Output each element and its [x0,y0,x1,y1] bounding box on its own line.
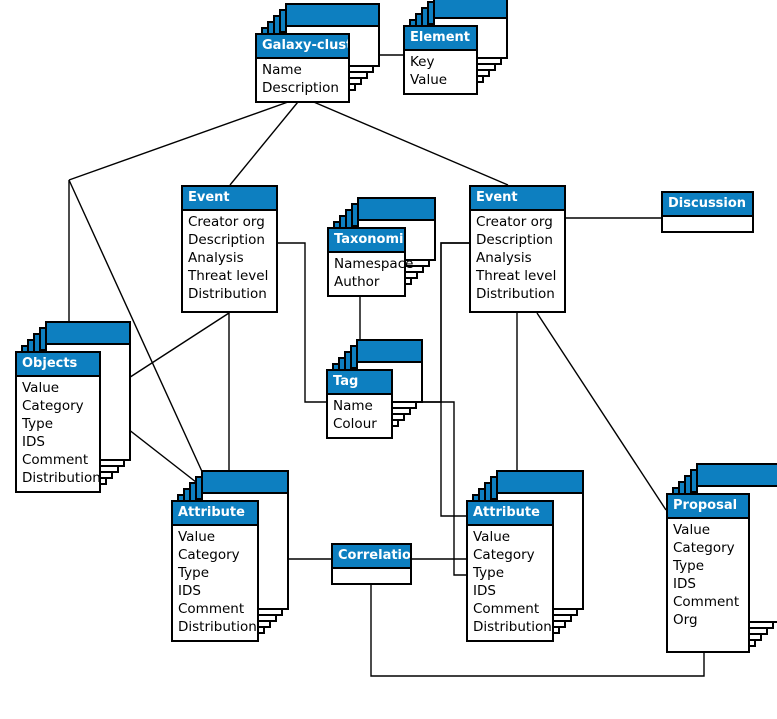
entity-attribute: Value [673,522,711,538]
entity-card-correlation[interactable]: Correlation [331,543,412,585]
entity-attribute: IDS [22,434,45,450]
entity-attribute: Colour [333,416,377,432]
stack-sheet-header [498,472,582,494]
entity-attribute: Description [476,232,553,248]
entity-attribute: Key [410,54,435,70]
stack-sheet-header [203,472,287,494]
entity-title-correlation: Correlation [333,545,410,569]
entity-title-element: Element [405,27,476,51]
edge-event-right-to-proposal [536,312,667,511]
entity-attribute: Comment [22,452,89,468]
edge-junction-to-attribute-left [68,179,216,501]
entity-title-tag: Tag [328,371,391,395]
entity-attribute: Comment [473,601,540,617]
entity-attribute: Creator org [188,214,265,230]
entity-title-galaxy-cluster: Galaxy-cluster [257,35,348,59]
stack-sheet-header [435,0,506,19]
edge-tag-to-attribute-right [393,401,466,576]
entity-attribute: Threat level [476,268,557,284]
entity-attribute: Value [178,529,216,545]
entity-attribute: Type [22,416,54,432]
entity-title-attribute-left: Attribute [173,502,257,526]
entity-title-discussion: Discussion [663,193,752,217]
entity-attribute: Name [333,398,373,414]
entity-attribute: Type [178,565,210,581]
stack-sheet-header [287,5,378,27]
entity-attribute: Distribution [473,619,552,635]
entity-title-event-left: Event [183,187,276,211]
entity-title-taxonomies: Taxonomies [329,229,404,253]
entity-attribute: Type [473,565,505,581]
edge-correlation-to-proposal [370,576,705,677]
entity-attribute: Category [673,540,735,556]
entity-attribute: Value [473,529,511,545]
entity-attribute: Author [334,274,380,290]
entity-attribute: Namespace [334,256,414,272]
entity-attribute: Description [262,80,339,96]
entity-card-discussion[interactable]: Discussion [661,191,754,233]
entity-card-taxonomies[interactable]: TaxonomiesNamespaceAuthor [327,227,414,297]
entity-attribute: Type [673,558,705,574]
entity-attribute: Org [673,612,698,628]
entity-attribute: Analysis [188,250,244,266]
entity-attribute: Description [188,232,265,248]
entity-attribute: IDS [673,576,696,592]
entity-attribute: Analysis [476,250,532,266]
entity-card-galaxy-cluster[interactable]: Galaxy-clusterNameDescription [255,33,350,103]
entity-title-attribute-right: Attribute [468,502,552,526]
entity-attribute: Distribution [22,470,101,486]
entity-attribute-list [333,569,410,583]
entity-attribute: Comment [673,594,740,610]
entity-attribute: Distribution [178,619,257,635]
edge-event-left-to-tag [278,242,326,403]
edge-galaxy-to-junction-left [68,96,303,181]
stack-sheet-header [47,323,129,345]
entity-attribute: Value [22,380,60,396]
entity-attribute-list [663,217,752,231]
stack-sheet-header [359,199,434,221]
stack-sheet-header [358,341,421,363]
edge-galaxy-to-event-left [229,96,303,186]
entity-attribute: Category [22,398,84,414]
entity-attribute: Category [473,547,535,563]
entity-attribute: Creator org [476,214,553,230]
entity-title-proposal: Proposal [668,495,748,519]
entity-attribute: Distribution [476,286,555,302]
entity-attribute: IDS [178,583,201,599]
entity-attribute: IDS [473,583,496,599]
entity-attribute: Category [178,547,240,563]
edge-event-right-to-attribute-right [440,242,469,517]
edge-galaxy-to-event-right [301,96,509,186]
entity-title-event-right: Event [471,187,564,211]
entity-attribute: Value [410,72,448,88]
entity-attribute: Comment [178,601,245,617]
entity-title-objects: Objects [17,353,99,377]
stack-sheet-header [698,465,777,487]
entity-attribute: Name [262,62,302,78]
entity-attribute: Distribution [188,286,267,302]
entity-attribute: Threat level [188,268,269,284]
